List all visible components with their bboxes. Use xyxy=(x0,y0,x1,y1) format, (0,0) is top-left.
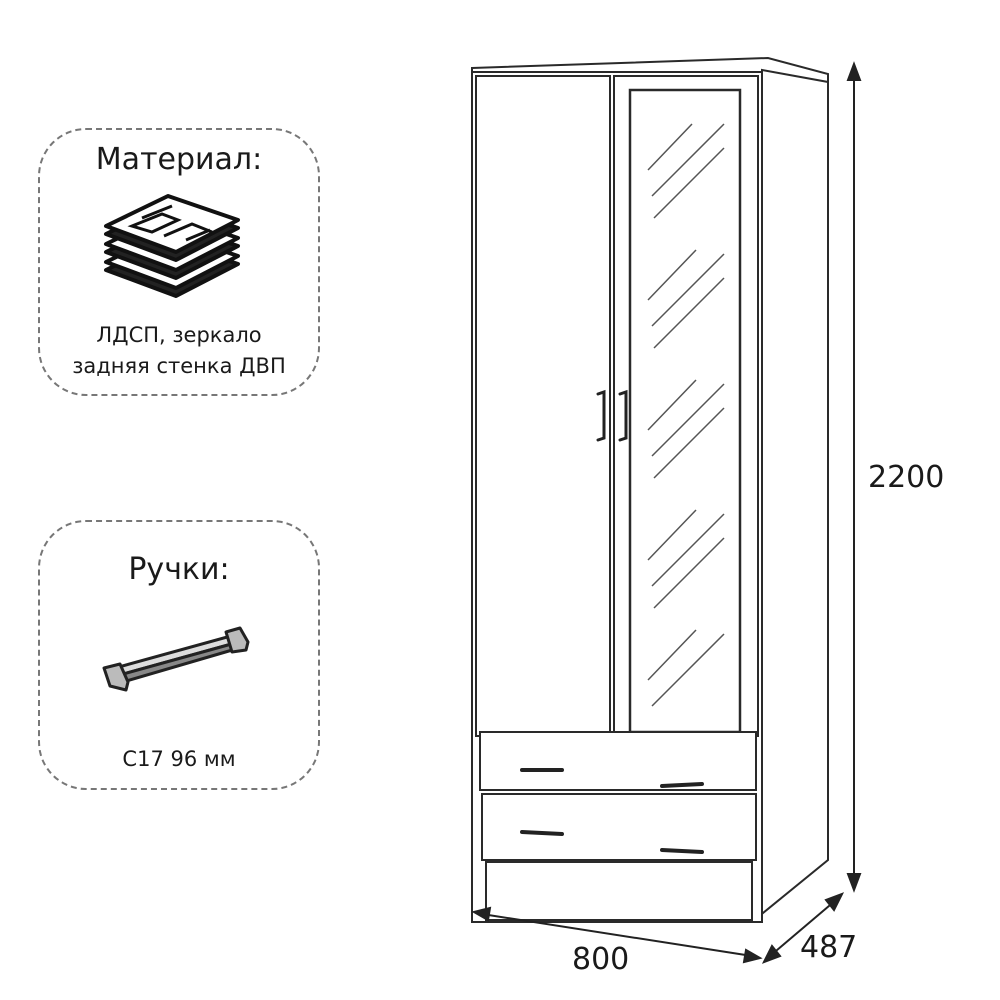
drawer-top xyxy=(479,731,757,791)
right-door-handle xyxy=(618,389,628,442)
handle-caption: С17 96 мм xyxy=(122,747,236,771)
left-door xyxy=(475,75,611,737)
side-panel xyxy=(749,68,829,923)
drawer-top-handle-right xyxy=(660,782,704,788)
handles-card: Ручки: С17 96 мм xyxy=(38,520,320,790)
bar-handle-icon xyxy=(102,626,250,692)
depth-label: 487 xyxy=(800,930,858,965)
material-title: Материал: xyxy=(95,142,263,177)
material-line-2: задняя стенка ДВП xyxy=(72,354,286,378)
height-label: 2200 xyxy=(868,460,945,495)
drawer-bottom-handle-left xyxy=(520,830,564,836)
width-label: 800 xyxy=(572,942,630,977)
left-door-handle xyxy=(596,389,606,442)
depth-dimension-line xyxy=(769,899,837,957)
width-dimension-line xyxy=(481,913,753,957)
material-card: Материал: ЛДСП, зеркало задняя стенка ДВ… xyxy=(38,128,320,396)
drawer-bottom xyxy=(481,793,757,861)
mirror-reflection xyxy=(647,123,725,707)
handles-title: Ручки: xyxy=(128,552,230,587)
layered-board-icon xyxy=(104,194,240,298)
material-line-1: ЛДСП, зеркало xyxy=(96,323,262,347)
drawer-bottom-handle-right xyxy=(660,848,704,854)
plinth xyxy=(485,861,753,921)
